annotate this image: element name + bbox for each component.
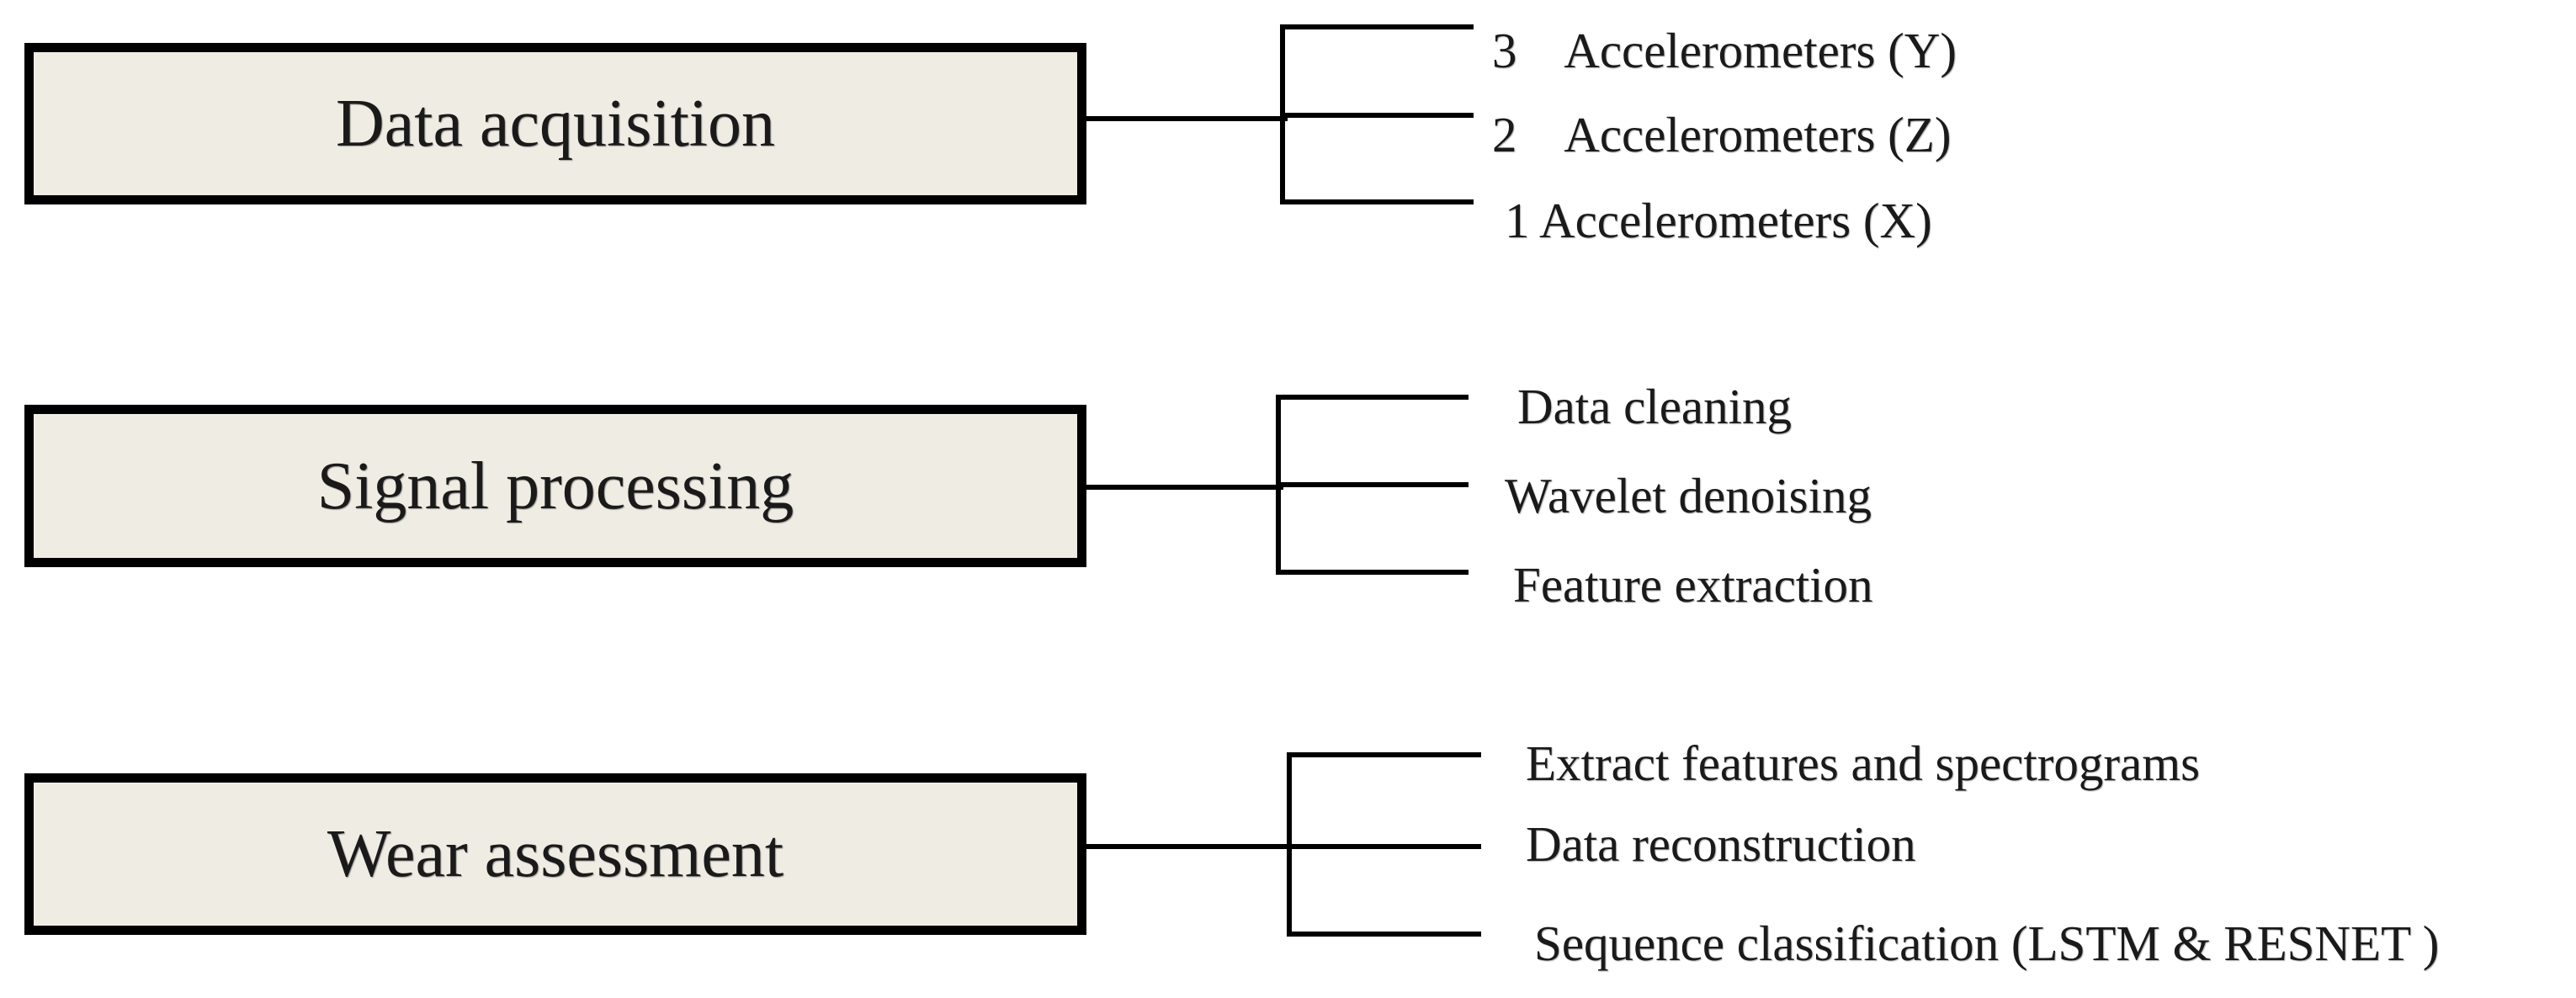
stage-label: Wear assessment xyxy=(327,817,784,891)
substep-feature-extraction: Feature extraction xyxy=(1513,557,1873,613)
substep-data-reconstruction: Data reconstruction xyxy=(1526,816,1916,872)
substep-accelerometers-x: 1 Accelerometers (X) xyxy=(1505,193,1932,248)
substep-wavelet-denoising: Wavelet denoising xyxy=(1505,468,1872,523)
substep-accelerometers-y: 3 Accelerometers (Y) xyxy=(1492,23,1957,78)
stage-label: Data acquisition xyxy=(335,87,776,161)
stage-box-signal-processing: Signal processing xyxy=(24,405,1086,567)
substep-sequence-classification: Sequence classification (LSTM & RESNET ) xyxy=(1534,916,2440,971)
stage-box-data-acquisition: Data acquisition xyxy=(24,43,1086,204)
substep-extract-features-spectrograms: Extract features and spectrograms xyxy=(1526,735,2201,791)
stage-label: Signal processing xyxy=(316,449,794,523)
stage-box-wear-assessment: Wear assessment xyxy=(24,773,1086,935)
substep-accelerometers-z: 2 Accelerometers (Z) xyxy=(1492,107,1952,162)
substep-data-cleaning: Data cleaning xyxy=(1517,379,1792,434)
